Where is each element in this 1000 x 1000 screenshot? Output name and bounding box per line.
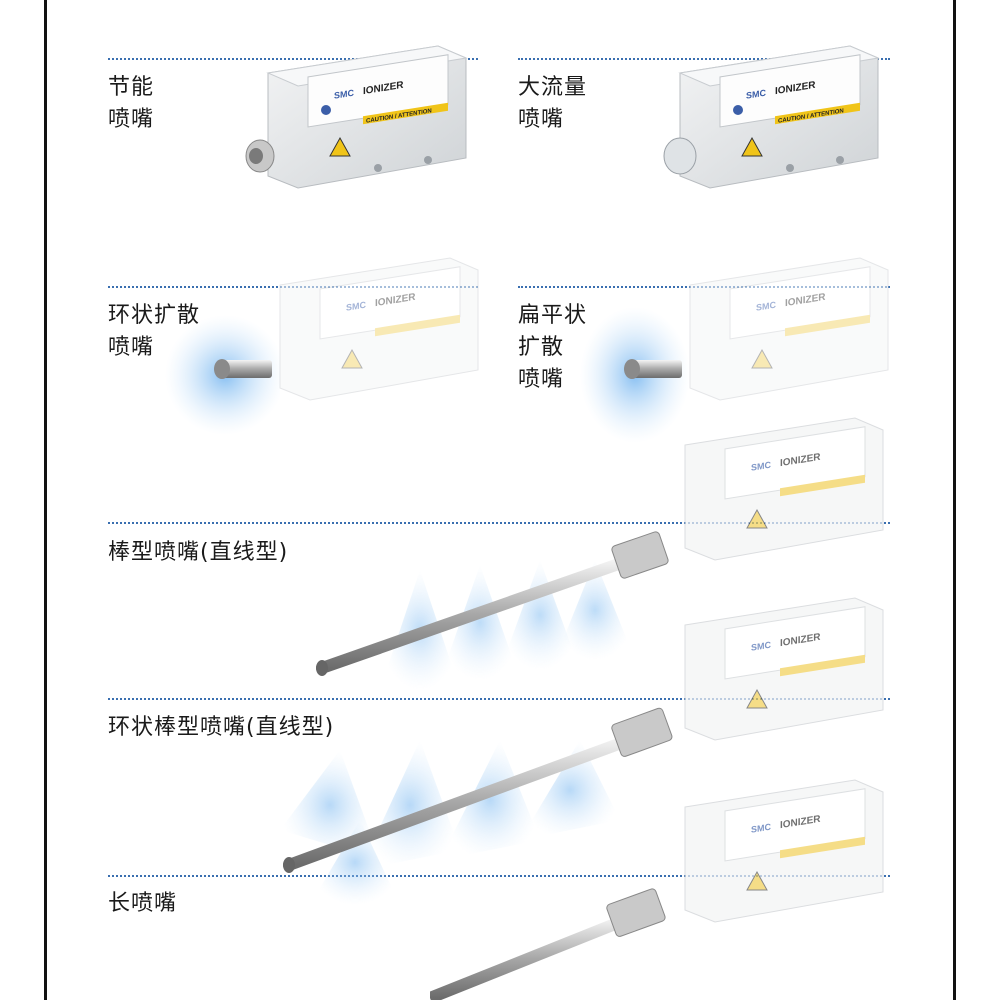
- ring-nozzle: [214, 359, 272, 379]
- ionizer-device: SMC IONIZER: [279, 257, 479, 401]
- warning-triangle-icon: [751, 348, 773, 369]
- label-ring-rod-nozzle-straight: 环状棒型喷嘴(直线型): [108, 715, 335, 740]
- smc-logo-icon: [733, 105, 743, 115]
- svg-text:SMC: SMC: [756, 300, 776, 313]
- divider: [108, 875, 890, 877]
- warning-triangle-icon: [741, 136, 763, 157]
- label-energy-saving-nozzle: 节能 喷嘴: [108, 75, 155, 132]
- svg-text:SMC: SMC: [746, 88, 766, 101]
- label-flat-diffusion-nozzle: 扁平状 扩散 喷嘴: [518, 303, 588, 392]
- ionizer-device: SMC IONIZER: [684, 597, 884, 741]
- warning-triangle-icon: [746, 508, 768, 529]
- svg-text:SMC: SMC: [334, 88, 354, 101]
- label-long-nozzle: 长喷嘴: [108, 891, 178, 916]
- ionizer-device: SMC IONIZER: [684, 779, 884, 923]
- long-nozzle: [430, 888, 666, 1000]
- label-rod-nozzle-straight: 棒型喷嘴(直线型): [108, 540, 289, 565]
- label-ring-diffusion-nozzle: 环状扩散 喷嘴: [108, 303, 201, 360]
- svg-text:SMC: SMC: [751, 822, 771, 835]
- ionizer-device: SMC IONIZER CAUTION / ATTENTION: [245, 45, 468, 189]
- label-high-flow-nozzle: 大流量 喷嘴: [518, 75, 588, 132]
- page-frame: [44, 0, 956, 1000]
- divider: [108, 522, 890, 524]
- warning-triangle-icon: [329, 136, 351, 157]
- smc-logo-icon: [321, 105, 331, 115]
- svg-text:SMC: SMC: [346, 300, 366, 313]
- svg-text:SMC: SMC: [751, 640, 771, 653]
- ionizer-device: SMC IONIZER: [689, 257, 889, 401]
- ionizer-device: SMC IONIZER: [684, 417, 884, 561]
- divider: [518, 58, 890, 60]
- rod-nozzle: [316, 531, 669, 676]
- ionizer-device: SMC IONIZER CAUTION / ATTENTION: [663, 45, 880, 189]
- ring-rod-nozzle: [283, 707, 673, 873]
- warning-triangle-icon: [746, 688, 768, 709]
- warning-triangle-icon: [746, 870, 768, 891]
- warning-triangle-icon: [341, 348, 363, 369]
- flat-nozzle: [624, 359, 682, 379]
- divider: [108, 58, 478, 60]
- divider: [108, 698, 890, 700]
- svg-text:SMC: SMC: [751, 460, 771, 473]
